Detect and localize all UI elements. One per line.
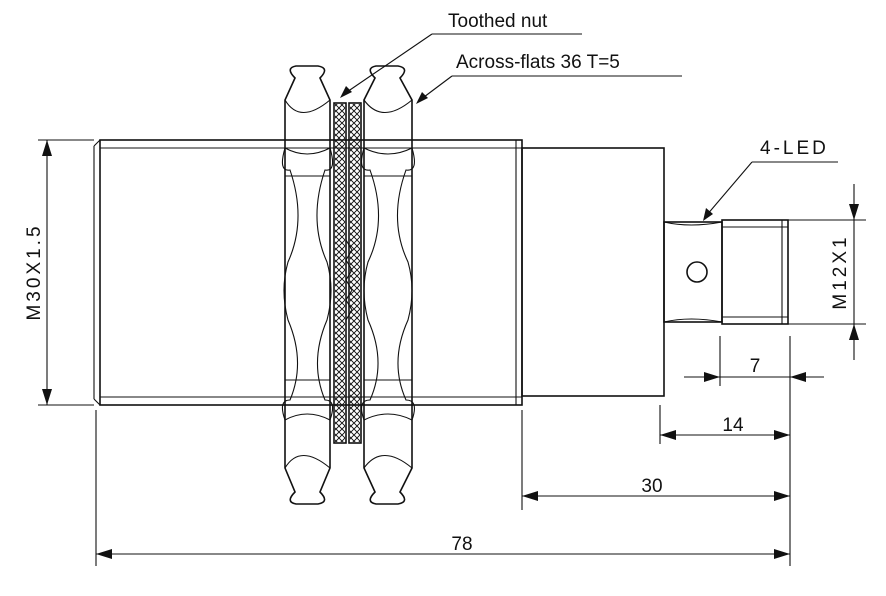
across-flats-callout: Across-flats 36 T=5	[416, 52, 682, 104]
led-callout: 4-LED	[703, 138, 838, 221]
dimension-78-label: 78	[451, 534, 472, 555]
dimension-14-label: 14	[722, 415, 744, 436]
thread-connector-label: M12X1	[830, 234, 851, 309]
toothed-nut-label: Toothed nut	[448, 11, 548, 32]
dimension-7-label: 7	[750, 356, 761, 377]
dimension-14: 14	[660, 415, 790, 440]
toothed-nut-callout: Toothed nut	[340, 11, 582, 98]
across-flats-label: Across-flats 36 T=5	[456, 52, 620, 73]
led-label: 4-LED	[760, 138, 829, 159]
connector	[663, 219, 789, 325]
hex-nut-right	[361, 65, 415, 505]
threaded-body	[93, 139, 523, 406]
rear-housing	[521, 147, 665, 397]
led-window-icon	[686, 261, 708, 283]
dimension-7: 7	[684, 356, 824, 382]
thread-main-label: M30X1.5	[24, 223, 45, 320]
thread-connector-dimension: M12X1	[788, 184, 866, 360]
dimension-78: 78	[96, 534, 790, 559]
toothed-nut	[333, 102, 362, 444]
dimension-30-label: 30	[641, 476, 662, 497]
hex-nut-left	[281, 65, 334, 505]
dimension-30: 30	[522, 476, 790, 501]
thread-main-dimension: M30X1.5	[24, 139, 94, 406]
